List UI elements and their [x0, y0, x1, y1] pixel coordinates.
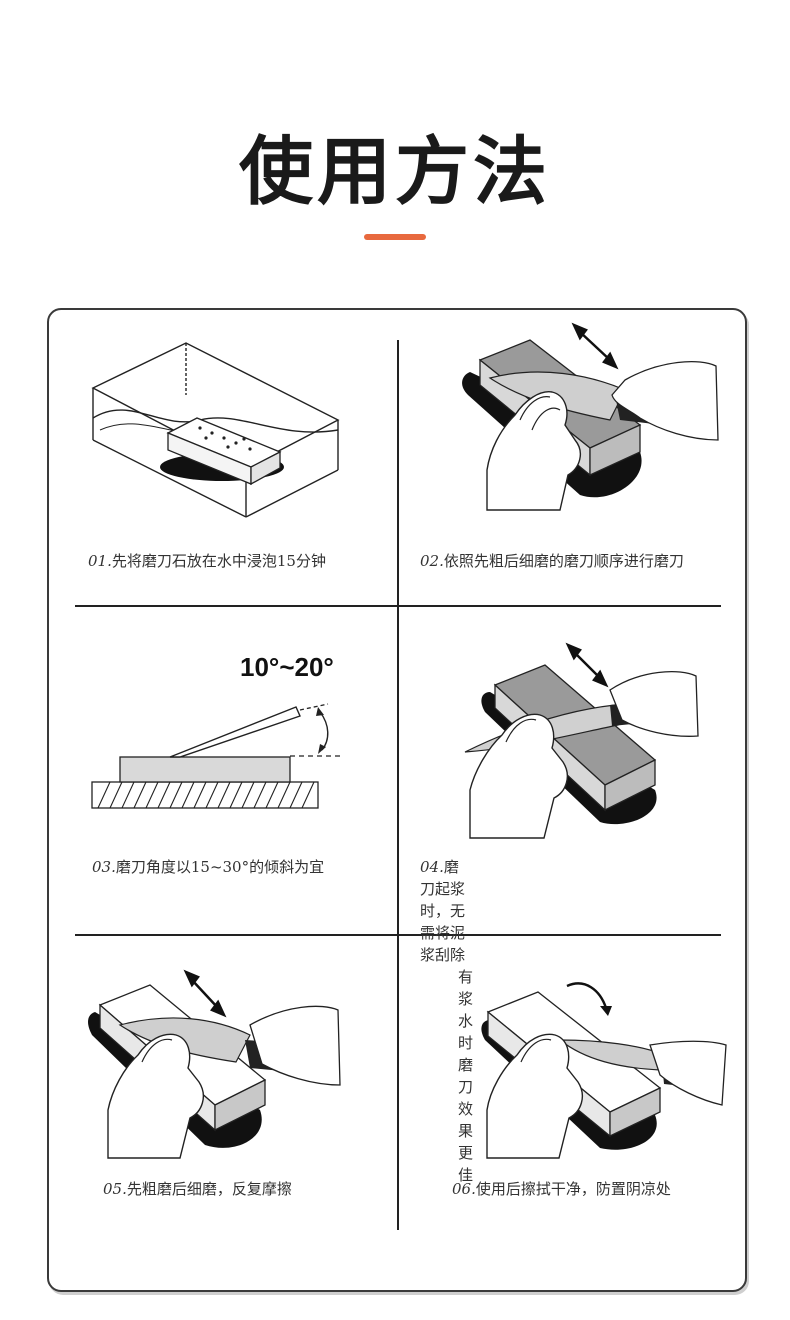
title-underline — [364, 234, 426, 240]
step-2-caption: 02.依照先粗后细磨的磨刀顺序进行磨刀 — [420, 552, 684, 570]
sharpening-knife-illustration — [462, 322, 719, 511]
wipe-clean-illustration — [481, 982, 727, 1159]
coarse-fine-grinding-illustration — [88, 969, 341, 1159]
step-1-caption: 01.先将磨刀石放在水中浸泡15分钟 — [88, 552, 326, 570]
step-5-caption: 05.先粗磨后细磨，反复摩擦 — [103, 1180, 292, 1198]
step-3-caption: 03.磨刀角度以15~30°的倾斜为宜 — [92, 858, 325, 876]
step-6-caption: 06.使用后擦拭干净，防置阴凉处 — [452, 1180, 671, 1198]
row-divider-1 — [75, 605, 721, 607]
angle-label: 10°~20° — [240, 652, 334, 682]
slurry-sharpening-illustration — [464, 642, 699, 839]
soaking-stone-illustration — [91, 342, 340, 518]
row-divider-2 — [75, 934, 721, 936]
step-4-caption: 04.磨刀起浆时，无需将泥浆刮除 有浆水时磨刀效果更佳 — [420, 858, 474, 1184]
page-title: 使用方法 — [239, 129, 551, 215]
sharpening-angle-diagram — [91, 703, 340, 809]
column-divider — [397, 340, 399, 1230]
